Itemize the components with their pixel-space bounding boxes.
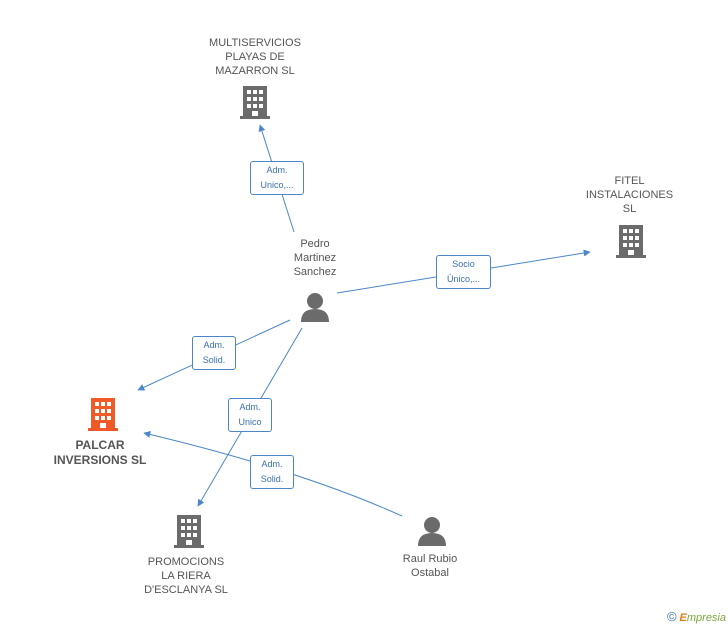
edge-label-adm-solid: Adm. Solid. — [192, 336, 236, 370]
brand-initial: E — [679, 612, 687, 624]
edge-label-adm-unico-2: Adm. Unico — [228, 398, 272, 432]
edge-label-adm-unico: Adm. Unico,... — [250, 161, 304, 195]
building-icon — [174, 515, 204, 548]
company-label-fitel[interactable]: FITEL INSTALACIONES SL — [585, 175, 674, 215]
edge-label-socio-unico: Socio Único,... — [436, 255, 491, 289]
brand-name: mpresia — [686, 612, 726, 624]
company-label-multiservicios[interactable]: MULTISERVICIOS PLAYAS DE MAZARRON SL — [209, 37, 301, 77]
building-icon — [616, 225, 646, 258]
person-label-pedro[interactable]: Pedro Martinez Sanchez — [293, 238, 337, 278]
building-icon-highlighted — [88, 398, 118, 431]
brand-footer[interactable]: ©Empresia — [667, 609, 726, 624]
company-label-palcar[interactable]: PALCAR INVERSIONS SL — [53, 438, 147, 467]
edge-label-adm-solid-2: Adm. Solid. — [250, 455, 294, 489]
building-icon — [240, 86, 270, 119]
company-label-promocions[interactable]: PROMOCIONS LA RIERA D'ESCLANYA SL — [144, 556, 228, 596]
copyright-icon: © — [666, 609, 677, 624]
person-icon — [301, 293, 329, 322]
person-icon — [418, 517, 446, 546]
person-label-raul[interactable]: Raul Rubio Ostabal — [402, 553, 458, 579]
